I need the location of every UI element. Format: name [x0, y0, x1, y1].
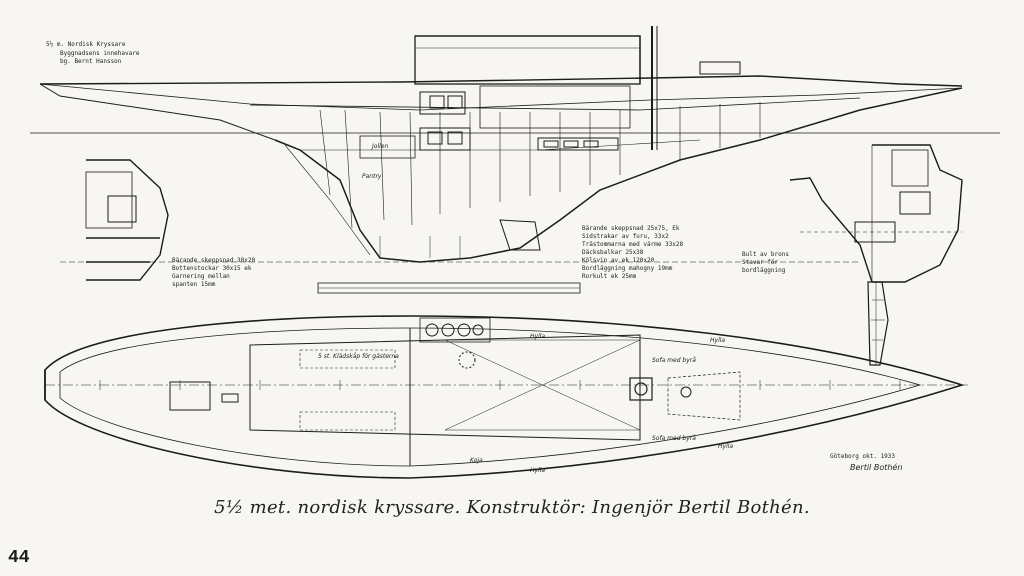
figure-caption: 5½ met. nordisk kryssare. Konstruktör: I…	[214, 497, 810, 518]
svg-text:Göteborg okt. 1933: Göteborg okt. 1933	[830, 453, 895, 460]
svg-text:Sofa med byrå: Sofa med byrå	[652, 357, 696, 364]
svg-text:Trästommarna med värme 33x28: Trästommarna med värme 33x28	[582, 241, 684, 248]
page-number: 44	[8, 548, 30, 568]
svg-text:Bärande skeppsnad 30x20: Bärande skeppsnad 30x20	[172, 257, 255, 264]
plan-labels: 5 st. Klädskåp för gästerna Hylla Hylla …	[318, 333, 733, 474]
spec-notes-left: Bärande skeppsnad 30x20 Bottenstockar 30…	[172, 257, 255, 288]
designer-signature: Göteborg okt. 1933 Bertil Bothén	[830, 453, 902, 472]
cabin-label-pantry: Pantry	[362, 173, 382, 180]
svg-text:Hylla: Hylla	[718, 443, 733, 450]
svg-text:Garnering mellan: Garnering mellan	[172, 273, 230, 280]
right-cross-section	[789, 144, 963, 366]
svg-text:5½ m. Nordisk Kryssare: 5½ m. Nordisk Kryssare	[46, 41, 126, 48]
svg-text:Bertil Bothén: Bertil Bothén	[850, 462, 902, 472]
svg-text:Bult av brons: Bult av brons	[742, 251, 789, 258]
svg-text:bordläggning: bordläggning	[742, 267, 786, 274]
spec-notes-far: Bult av brons Stavar för bordläggning	[742, 251, 789, 274]
svg-text:Bordläggning mahogny 19mm: Bordläggning mahogny 19mm	[582, 265, 673, 272]
title-block: 5½ m. Nordisk Kryssare Byggnadsens inneh…	[46, 41, 140, 65]
svg-text:Byggnadsens innehavare: Byggnadsens innehavare	[60, 50, 140, 57]
plan-view	[44, 315, 968, 479]
svg-text:Bottenstockar 30x15 ek: Bottenstockar 30x15 ek	[172, 265, 252, 272]
svg-text:Rorkult ek 25mm: Rorkult ek 25mm	[582, 273, 637, 280]
spec-notes-right: Bärande skeppsnad 25x75, Ek Sidstrakar a…	[582, 225, 684, 280]
cabin-label-jollen: Jollen	[371, 143, 388, 150]
svg-text:5 st. Klädskåp för gästerna: 5 st. Klädskåp för gästerna	[318, 353, 399, 360]
svg-text:Kölsvin av ek 120x20: Kölsvin av ek 120x20	[582, 257, 655, 264]
svg-text:Hylla: Hylla	[530, 467, 545, 474]
svg-text:Stavar för: Stavar för	[742, 259, 779, 266]
svg-text:Sidstrakar av furu, 33x2: Sidstrakar av furu, 33x2	[582, 233, 669, 240]
svg-text:Sofa med byrå: Sofa med byrå	[652, 435, 696, 442]
profile-view	[30, 26, 1000, 294]
svg-text:Däcksbalkar 25x38: Däcksbalkar 25x38	[582, 249, 644, 256]
svg-text:Hylla: Hylla	[530, 333, 545, 340]
svg-text:Koja: Koja	[470, 457, 483, 464]
svg-text:Hylla: Hylla	[710, 337, 725, 344]
left-cross-section	[85, 159, 169, 281]
svg-text:Bärande skeppsnad 25x75, Ek: Bärande skeppsnad 25x75, Ek	[582, 225, 680, 232]
svg-text:spanten 15mm: spanten 15mm	[172, 281, 216, 288]
svg-text:bg. Bernt Hansson: bg. Bernt Hansson	[60, 58, 122, 65]
